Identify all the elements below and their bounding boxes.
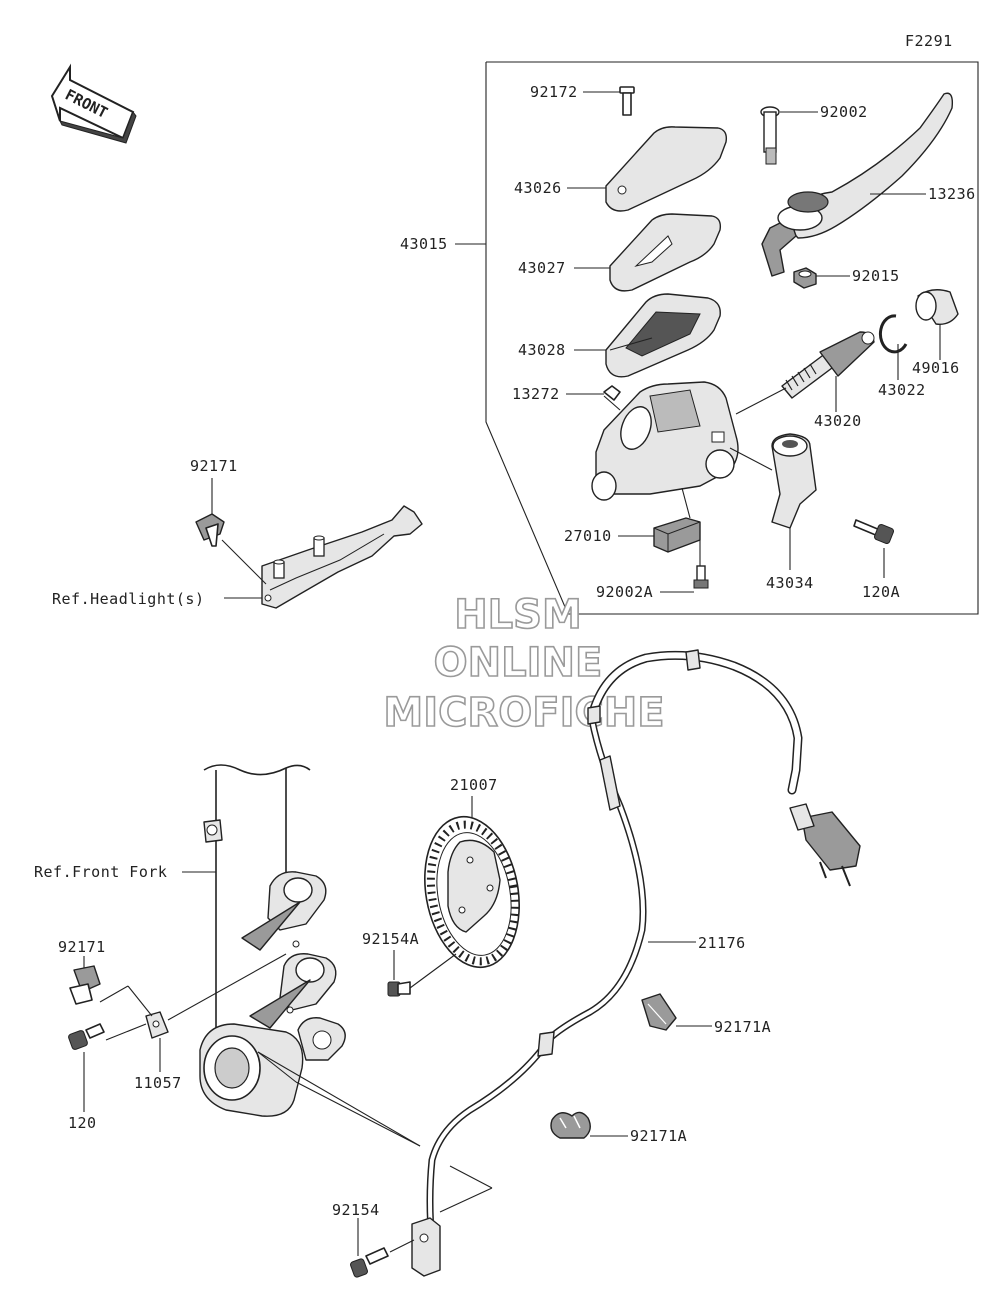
group-frame-43015 [485, 61, 979, 615]
part-label-43027: 43027 [518, 259, 566, 277]
pivot-bolt-92002 [760, 106, 780, 165]
part-label-92002a: 92002A [596, 583, 653, 601]
clip-92171-lower [69, 965, 101, 1005]
bolt-92154a [387, 981, 411, 997]
part-label-92002: 92002 [820, 103, 868, 121]
clip-92171a-upper [641, 993, 677, 1031]
dust-boot-49016 [915, 289, 959, 325]
diagram-code: F2291 [905, 32, 953, 50]
part-label-43034: 43034 [766, 574, 814, 592]
part-label-13272: 13272 [512, 385, 560, 403]
part-label-92172: 92172 [530, 83, 578, 101]
clip-13272 [603, 385, 621, 401]
front-arrow-icon: FRONT [50, 63, 137, 144]
ref-front-fork: Ref.Front Fork [34, 863, 167, 881]
part-label-92171a-lower: 92171A [630, 1127, 687, 1145]
abs-sensor-cable-21176 [411, 649, 861, 1277]
part-label-92171-upper: 92171 [190, 457, 238, 475]
nut-92015 [793, 267, 817, 289]
leader-lines-lower-left [83, 953, 287, 1112]
part-label-43020: 43020 [814, 412, 862, 430]
part-label-120a: 120A [862, 583, 900, 601]
watermark-line3: MICROFICHE [383, 690, 664, 736]
part-label-92154a: 92154A [362, 930, 419, 948]
part-label-92015: 92015 [852, 267, 900, 285]
diaphragm-plate-43027 [609, 213, 722, 292]
piston-assy-43020 [781, 331, 875, 399]
bolt-120 [68, 1023, 105, 1050]
abs-rotor-21007 [424, 815, 520, 969]
clamp-43034 [771, 433, 817, 529]
clip-92171-upper [195, 513, 225, 547]
bracket-11057 [145, 1011, 169, 1039]
part-label-92171a-upper: 92171A [714, 1018, 771, 1036]
watermark-line2: ONLINE [434, 640, 603, 686]
part-label-92171-lower: 92171 [58, 938, 106, 956]
part-label-13236: 13236 [928, 185, 976, 203]
leader-92154a-target [409, 953, 457, 989]
leader-lines-headlight [211, 478, 267, 599]
reservoir-cap-43026 [605, 126, 728, 212]
leader-lines-sensor-mount [257, 1051, 493, 1256]
part-label-43015: 43015 [400, 235, 448, 253]
part-label-27010: 27010 [564, 527, 612, 545]
clip-92171a-lower [550, 1111, 591, 1139]
bolt-92154 [350, 1247, 389, 1278]
bolt-120a [853, 519, 895, 545]
ref-headlight: Ref.Headlight(s) [52, 590, 205, 608]
screw-92172 [619, 86, 635, 116]
brake-lever-13236 [761, 92, 954, 277]
leader-lines-92171a [590, 1025, 712, 1137]
watermark-line1: HLSM [454, 592, 582, 638]
screw-92002a [693, 565, 709, 589]
circlip-43022 [878, 314, 908, 354]
part-label-43026: 43026 [514, 179, 562, 197]
part-label-21007: 21007 [450, 776, 498, 794]
part-label-43022: 43022 [878, 381, 926, 399]
front-fork [199, 764, 346, 1117]
leader-lines-upper [455, 91, 941, 593]
part-label-21176: 21176 [698, 934, 746, 952]
headlight-bracket [261, 505, 423, 609]
master-cylinder-body [591, 381, 739, 501]
part-label-43028: 43028 [518, 341, 566, 359]
part-label-49016: 49016 [912, 359, 960, 377]
part-label-120: 120 [68, 1114, 97, 1132]
part-label-11057: 11057 [134, 1074, 182, 1092]
brake-switch-27010 [653, 517, 701, 553]
part-label-92154: 92154 [332, 1201, 380, 1219]
